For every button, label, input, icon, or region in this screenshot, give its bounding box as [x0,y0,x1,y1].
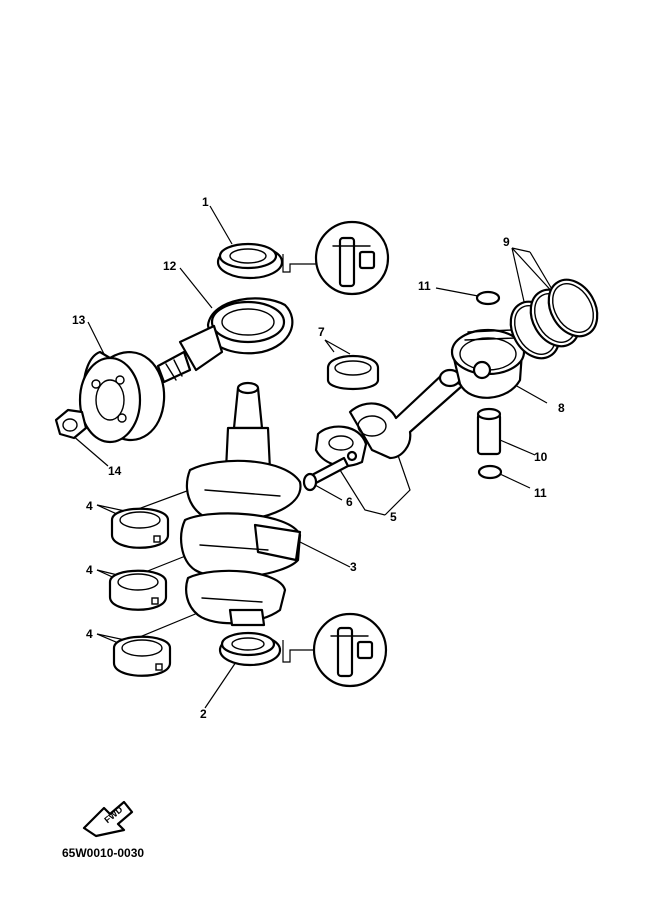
callout-4-lower: 4 [86,627,93,641]
circlip-upper [475,290,501,306]
callout-labels: 1 12 13 14 4 4 4 2 3 6 5 7 8 9 10 11 11 [72,195,565,721]
nut [54,408,88,440]
callout-14: 14 [108,464,122,478]
callout-7: 7 [318,325,325,339]
drawing-code: 65W0010-0030 [62,846,144,860]
crankshaft [180,381,302,627]
callout-8: 8 [558,401,565,415]
upper-rod-bearing [326,354,380,390]
callout-3: 3 [350,560,357,574]
callout-11-upper: 11 [418,279,431,293]
main-bearing-lower [112,635,172,677]
flywheel-pulley [78,350,166,444]
callout-4-middle: 4 [86,563,93,577]
callout-12: 12 [163,259,177,273]
callout-5: 5 [390,510,397,524]
grease-apply-icon-lower [312,612,388,688]
piston-ring-upper [547,278,599,338]
rod-bolt [302,456,350,492]
piston-pin [476,407,502,456]
callout-13: 13 [72,313,86,327]
leader-lines [71,205,557,709]
main-bearing-middle [108,569,168,611]
circlip-lower [477,464,503,480]
callout-2: 2 [200,707,207,721]
piston [450,328,526,399]
callout-11-lower: 11 [534,486,547,500]
grease-apply-icon-upper [314,220,390,296]
forward-arrow-icon: FWD [82,800,134,838]
callout-10: 10 [534,450,548,464]
lower-oil-seal [218,631,282,667]
callout-1: 1 [202,195,209,209]
callout-6: 6 [346,495,353,509]
main-bearing-upper [110,507,170,549]
callout-4-upper: 4 [86,499,93,513]
callout-9: 9 [503,235,510,249]
bracket-arm [156,297,294,384]
upper-oil-seal [216,242,284,280]
